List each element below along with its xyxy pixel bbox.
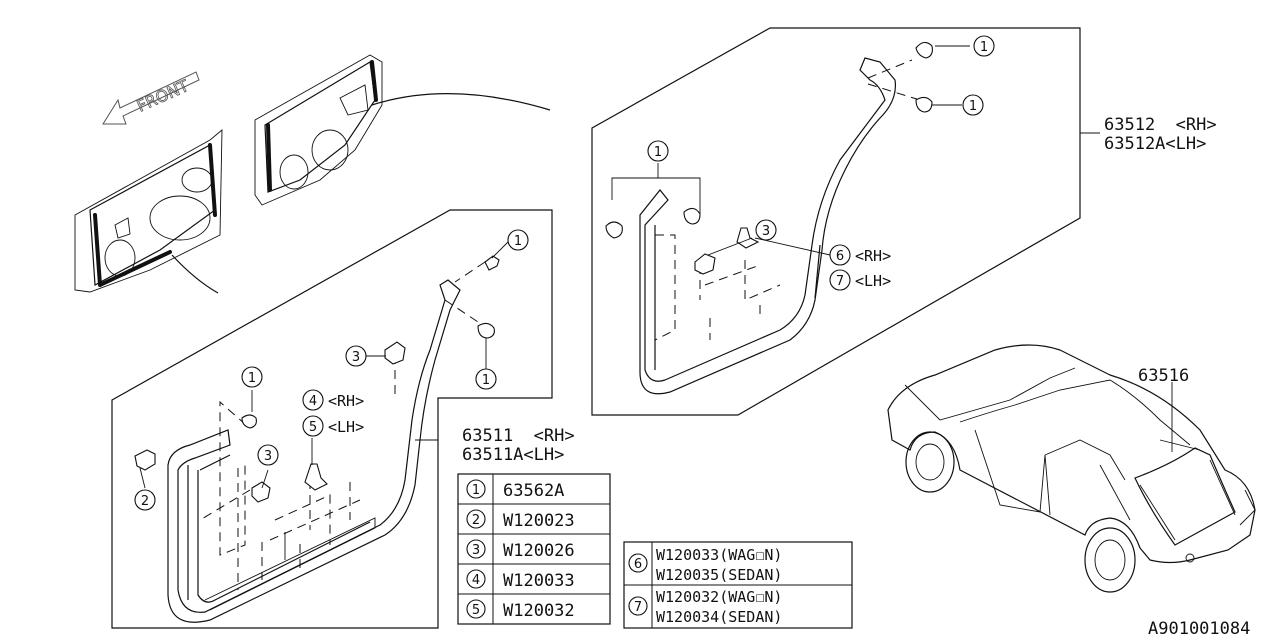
front-weatherstrip-panel bbox=[111, 209, 553, 629]
part-number-63511: 63511 <RH> bbox=[462, 426, 575, 446]
callout-5: 5 bbox=[302, 415, 324, 437]
rear-weatherstrip-panel bbox=[591, 27, 1100, 416]
part-code-wagon: W120032(WAG☐N) bbox=[656, 588, 782, 606]
part-code: W120023 bbox=[503, 511, 575, 531]
clip-67 bbox=[736, 227, 760, 249]
svg-text:6: 6 bbox=[634, 557, 642, 572]
table-row: 4 W120033 bbox=[466, 569, 575, 591]
svg-text:3: 3 bbox=[762, 224, 770, 239]
clip-1b bbox=[477, 322, 495, 339]
front-door-sketch bbox=[74, 129, 223, 294]
parts-table: 1 63562A 2 W120023 3 W120026 4 W120033 5… bbox=[457, 473, 611, 625]
part-number-63511a: 63511A<LH> bbox=[462, 445, 564, 465]
callout-4: 4 bbox=[302, 389, 324, 411]
part-code: 63562A bbox=[503, 481, 564, 501]
callout-3-a: 3 bbox=[345, 345, 367, 367]
svg-text:3: 3 bbox=[472, 543, 480, 558]
svg-text:6: 6 bbox=[836, 249, 844, 264]
callout-1-a: 1 bbox=[507, 229, 529, 251]
table-row: 1 63562A bbox=[466, 479, 564, 501]
callout-3-c: 3 bbox=[755, 219, 777, 241]
clip-1d bbox=[915, 41, 933, 59]
svg-text:1: 1 bbox=[482, 373, 490, 388]
svg-text:1: 1 bbox=[514, 234, 522, 249]
clip-1f bbox=[605, 221, 623, 239]
part-code: W120026 bbox=[503, 541, 575, 561]
svg-text:5: 5 bbox=[309, 420, 317, 435]
svg-text:3: 3 bbox=[264, 449, 272, 464]
callout-4-label: <RH> bbox=[328, 392, 364, 410]
clip-3a bbox=[384, 341, 406, 365]
svg-text:4: 4 bbox=[309, 394, 317, 409]
front-label: FRONT bbox=[134, 76, 192, 116]
clip-45 bbox=[304, 463, 328, 491]
part-code-wagon: W120033(WAG☐N) bbox=[656, 546, 782, 564]
part-code: W120032 bbox=[503, 601, 575, 621]
callout-1-b: 1 bbox=[475, 368, 497, 390]
callout-2: 2 bbox=[134, 489, 156, 511]
parts-table-variants: 6 W120033(WAG☐N) W120035(SEDAN) 7 W12003… bbox=[623, 541, 853, 629]
callout-7: 7 bbox=[829, 269, 851, 291]
svg-text:7: 7 bbox=[836, 274, 844, 289]
callout-3-b: 3 bbox=[257, 444, 279, 466]
svg-text:2: 2 bbox=[141, 494, 149, 509]
part-number-63512: 63512 <RH> bbox=[1104, 115, 1217, 135]
part-number-63516: 63516 bbox=[1138, 366, 1189, 386]
part-code-sedan: W120034(SEDAN) bbox=[656, 608, 782, 626]
table-row: 2 W120023 bbox=[466, 509, 575, 531]
table-row: 7 W120032(WAG☐N) W120034(SEDAN) bbox=[628, 588, 782, 626]
clip-3b bbox=[251, 481, 271, 503]
svg-text:1: 1 bbox=[980, 40, 988, 55]
rear-door-sketch bbox=[254, 54, 551, 206]
diagram-code: A901001084 bbox=[1148, 619, 1250, 639]
part-number-63512a: 63512A<LH> bbox=[1104, 134, 1206, 154]
table-row: 3 W120026 bbox=[466, 539, 575, 561]
clip-1g bbox=[683, 207, 701, 225]
svg-text:1: 1 bbox=[248, 371, 256, 386]
svg-text:2: 2 bbox=[472, 513, 480, 528]
callout-5-label: <LH> bbox=[328, 418, 364, 436]
car-sketch bbox=[887, 344, 1256, 593]
svg-text:1: 1 bbox=[654, 145, 662, 160]
clip-1e bbox=[915, 96, 933, 113]
svg-text:3: 3 bbox=[352, 350, 360, 365]
table-row: 5 W120032 bbox=[466, 599, 575, 621]
callout-6: 6 bbox=[829, 244, 851, 266]
svg-text:5: 5 bbox=[472, 603, 480, 618]
callout-1-e: 1 bbox=[962, 94, 984, 116]
clip-2 bbox=[134, 449, 156, 471]
callout-7-label: <LH> bbox=[855, 272, 891, 290]
front-direction-arrow: FRONT bbox=[102, 71, 200, 125]
clip-1a bbox=[484, 255, 500, 271]
svg-text:4: 4 bbox=[472, 573, 480, 588]
callouts: 1 1 1 2 3 3 4 5 1 1 1 3 6 7 bbox=[134, 35, 995, 511]
callout-1-d: 1 bbox=[973, 35, 995, 57]
table-row: 6 W120033(WAG☐N) W120035(SEDAN) bbox=[628, 546, 782, 584]
callout-1-c: 1 bbox=[241, 366, 263, 388]
svg-text:7: 7 bbox=[634, 600, 642, 615]
svg-text:1: 1 bbox=[969, 99, 977, 114]
part-code: W120033 bbox=[503, 571, 575, 591]
clip-1c bbox=[241, 414, 257, 429]
clip-3c bbox=[694, 253, 716, 275]
svg-text:1: 1 bbox=[472, 483, 480, 498]
callout-6-label: <RH> bbox=[855, 247, 891, 265]
callout-1-f: 1 bbox=[647, 140, 669, 162]
part-code-sedan: W120035(SEDAN) bbox=[656, 566, 782, 584]
